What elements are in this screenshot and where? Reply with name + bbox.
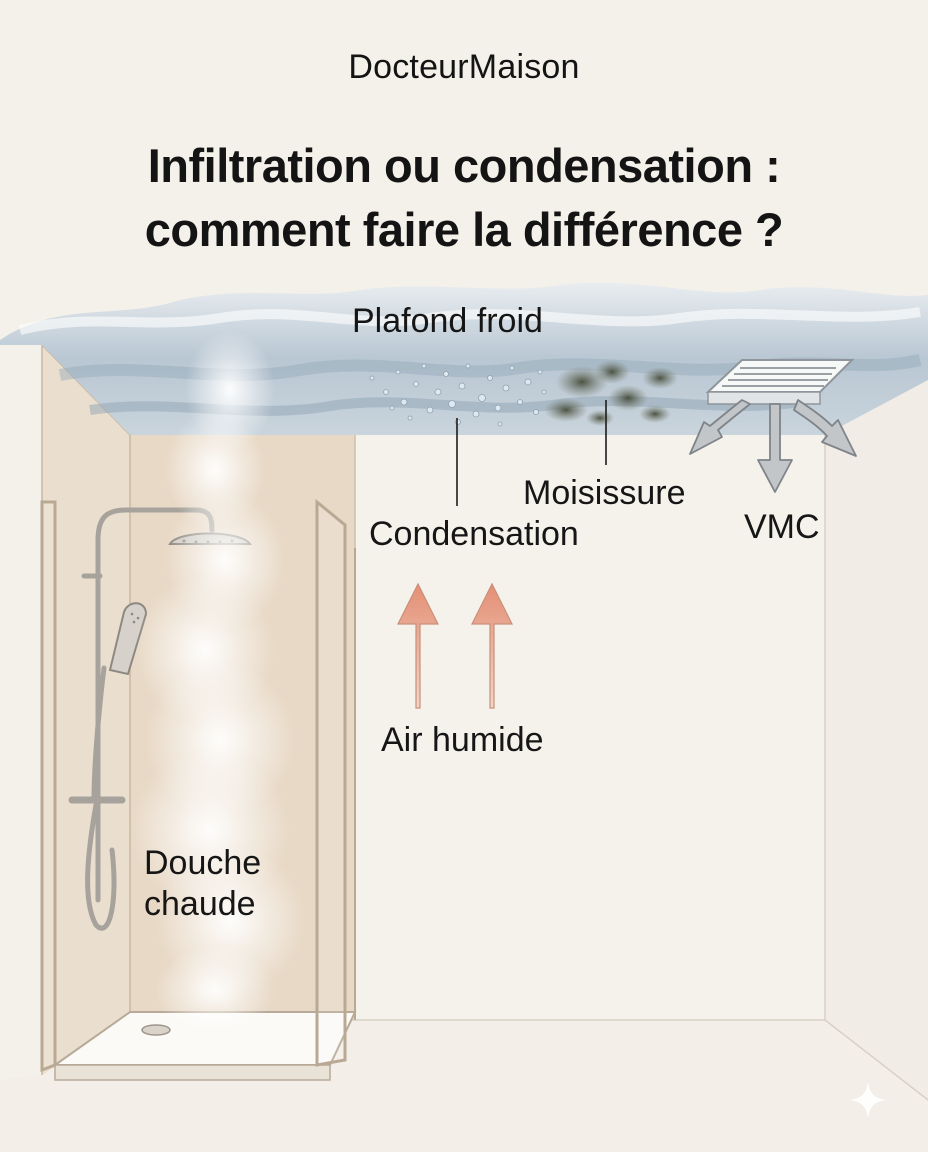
label-mold: Moisissure [523,474,686,512]
vmc-unit [705,359,855,405]
label-hot-shower: Douche chaude [144,843,261,925]
title-line-2: comment faire la différence ? [144,203,784,256]
sparkle-icon [850,1082,886,1118]
back-wall [355,435,825,1020]
shower-tray [51,1011,357,1081]
label-hot-shower-line-1: Douche [144,844,262,882]
left-wall [42,345,130,1075]
shower-glass-panels [40,498,356,1073]
brand-name: DocteurMaison [348,48,580,86]
label-humid-air: Air humide [381,721,544,759]
condensation-droplets [369,363,547,427]
humid-air-arrows [397,582,513,709]
right-wall [825,380,928,1100]
label-hot-shower-line-2: chaude [144,885,256,923]
label-vmc: VMC [744,508,820,546]
vmc-airflow-arrows [689,399,857,493]
label-cold-ceiling: Plafond froid [352,302,543,340]
page-title: Infiltration ou condensation : comment f… [0,134,928,262]
drain-icon [141,1024,171,1036]
title-line-1: Infiltration ou condensation : [147,139,781,192]
steam-plume [130,330,305,1035]
mold-patches [544,360,678,426]
label-condensation: Condensation [369,515,579,553]
